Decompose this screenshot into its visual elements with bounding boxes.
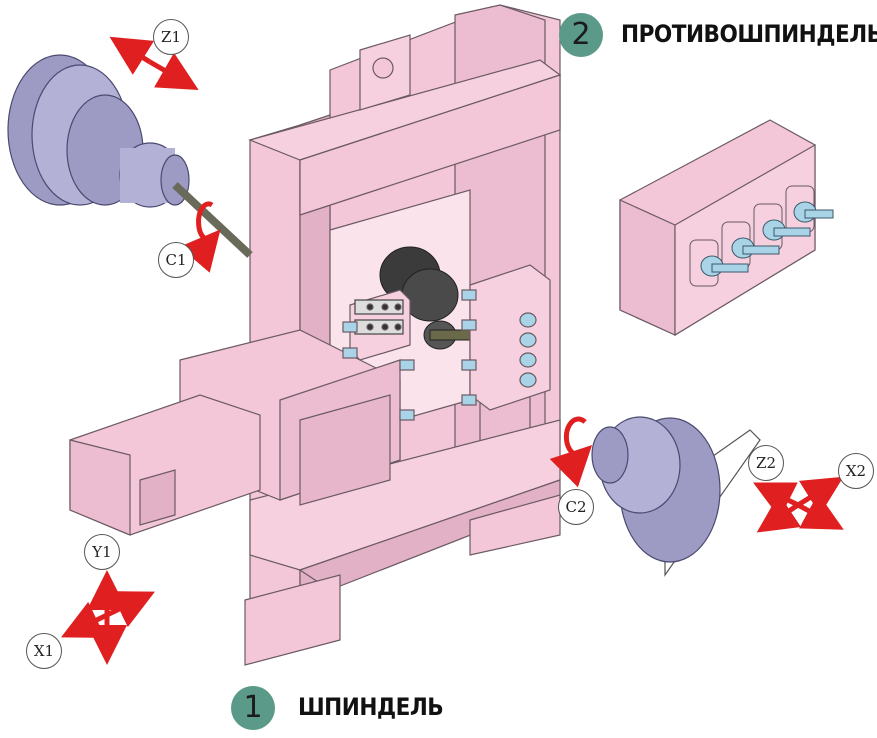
tool-holder-left bbox=[342, 289, 411, 361]
z1-axis-label: Z1 bbox=[153, 19, 189, 55]
z2-axis-label: Z2 bbox=[748, 445, 784, 481]
x2-axis-label: X2 bbox=[838, 453, 874, 489]
spindle-title: ШПИНДЕЛЬ bbox=[298, 693, 444, 721]
tool-block-right bbox=[399, 264, 551, 421]
gang-tools bbox=[689, 185, 834, 287]
spindle-number-badge: 1 bbox=[231, 686, 275, 730]
c2-axis-label: C2 bbox=[558, 489, 594, 525]
counter-spindle bbox=[591, 416, 761, 577]
tool-turret-disc bbox=[379, 246, 471, 350]
c1-rotation-arrow bbox=[179, 201, 221, 273]
c2-rotation-arrow bbox=[549, 416, 593, 488]
c1-axis-label: C1 bbox=[158, 242, 194, 278]
z2-x2-axis-arrows bbox=[753, 476, 844, 533]
motor bbox=[69, 394, 261, 536]
counter-spindle-number-badge: 2 bbox=[559, 13, 603, 57]
main-spindle bbox=[7, 54, 253, 258]
y1-axis-label: Y1 bbox=[84, 534, 120, 570]
x1-axis-label: X1 bbox=[26, 633, 62, 669]
y1-x1-axis-arrows bbox=[61, 570, 155, 665]
z1-axis-arrow bbox=[109, 36, 199, 90]
counter-spindle-title: ПРОТИВОШПИНДЕЛЬ bbox=[621, 20, 877, 48]
